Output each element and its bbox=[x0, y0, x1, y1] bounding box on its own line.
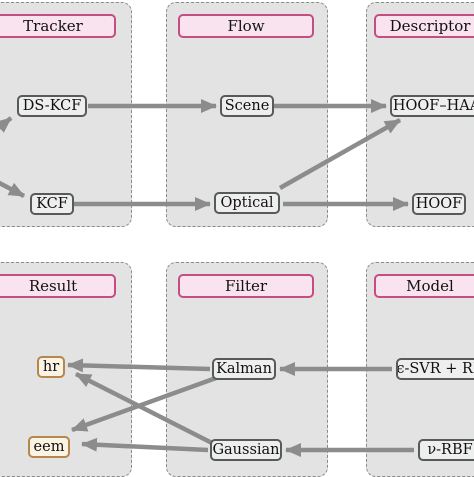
node-kalman: Kalman bbox=[212, 358, 276, 380]
filter-header: Filter bbox=[178, 274, 314, 298]
node-svr-rbf: ϵ-SVR + RBF bbox=[396, 358, 474, 380]
node-hoof: HOOF bbox=[412, 193, 466, 215]
tracker-header: Tracker bbox=[0, 14, 116, 38]
node-eem: eem bbox=[28, 436, 70, 458]
result-header: Result bbox=[0, 274, 116, 298]
node-hr: hr bbox=[37, 356, 65, 378]
node-nu-rbf: ν-RBF bbox=[418, 439, 474, 461]
model-header: Model bbox=[374, 274, 474, 298]
node-optical: Optical bbox=[214, 192, 280, 214]
node-gaussian: Gaussian bbox=[210, 439, 282, 461]
descriptor-header: Descriptor bbox=[374, 14, 474, 38]
node-kcf: KCF bbox=[30, 193, 74, 215]
node-scene: Scene bbox=[220, 95, 274, 117]
flow-header: Flow bbox=[178, 14, 314, 38]
node-ds-kcf: DS-KCF bbox=[17, 95, 87, 117]
node-hoof-haar: HOOF–HAAR bbox=[390, 95, 474, 117]
